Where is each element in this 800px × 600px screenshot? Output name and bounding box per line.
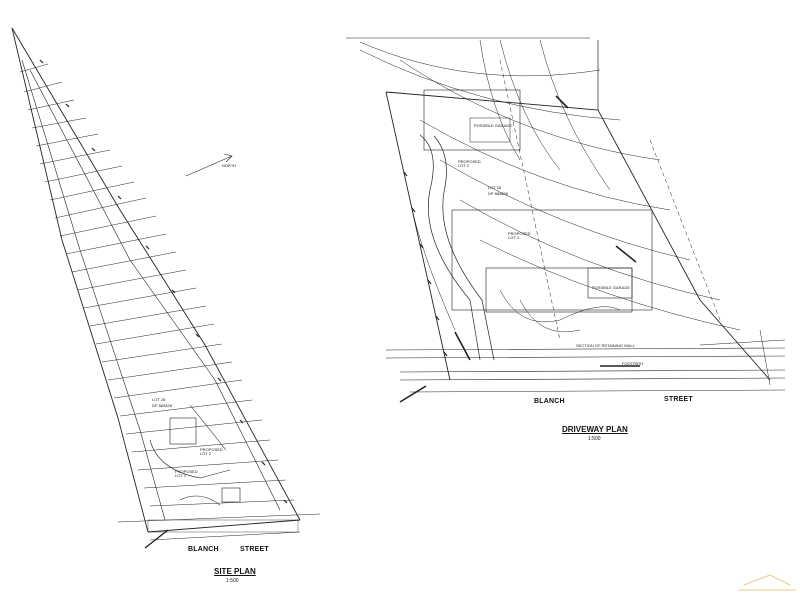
site-plan-lot-label: LOT 28 xyxy=(152,397,166,402)
driveway-plan-proposed-lot-1: PROPOSED LOT 1 xyxy=(508,231,531,240)
site-plan-street-right: STREET xyxy=(240,546,269,553)
driveway-plan-proposed-lot-2: PROPOSED LOT 2 xyxy=(458,159,481,168)
site-boundary-left xyxy=(11,27,149,533)
site-plan-proposed-lot-1: PROPOSED LOT 1 xyxy=(175,469,198,478)
driveway-plan-possible-garage-bottom: POSSIBLE GARAGE xyxy=(592,285,631,290)
north-arrow-line xyxy=(185,155,233,177)
site-plan-north-label: NORTH xyxy=(222,163,237,168)
driveway-plan-lot-label: LOT 28 xyxy=(488,185,502,190)
driveway-plan-footpath: FOOTPATH xyxy=(622,361,644,366)
driveway-plan-title: DRIVEWAY PLAN xyxy=(562,425,628,434)
watermark-logo xyxy=(738,574,796,591)
site-plan-dp-label: DP 884826 xyxy=(152,403,172,408)
driveway-plan-street-right: STREET xyxy=(664,396,693,403)
driveway-plan-possible-garage-top: POSSIBLE GARAGE xyxy=(474,123,513,128)
site-boundary-right xyxy=(11,27,301,521)
site-plan-street-left: BLANCH xyxy=(188,546,219,553)
site-plan-scale: 1:500 xyxy=(226,578,239,584)
site-plan-title: SITE PLAN xyxy=(214,567,256,576)
site-plan-drawing xyxy=(11,27,321,549)
site-plan-proposed-lot-2: PROPOSED LOT 2 xyxy=(200,447,223,456)
driveway-plan-street-left: BLANCH xyxy=(534,398,565,405)
driveway-plan-drawing xyxy=(346,37,786,403)
driveway-plan-wall-note: SECTION OF RETAINING WALL xyxy=(576,343,635,348)
driveway-plan-scale: 1:500 xyxy=(588,436,601,442)
driveway-plan-dp-label: DP 884826 xyxy=(488,191,508,196)
